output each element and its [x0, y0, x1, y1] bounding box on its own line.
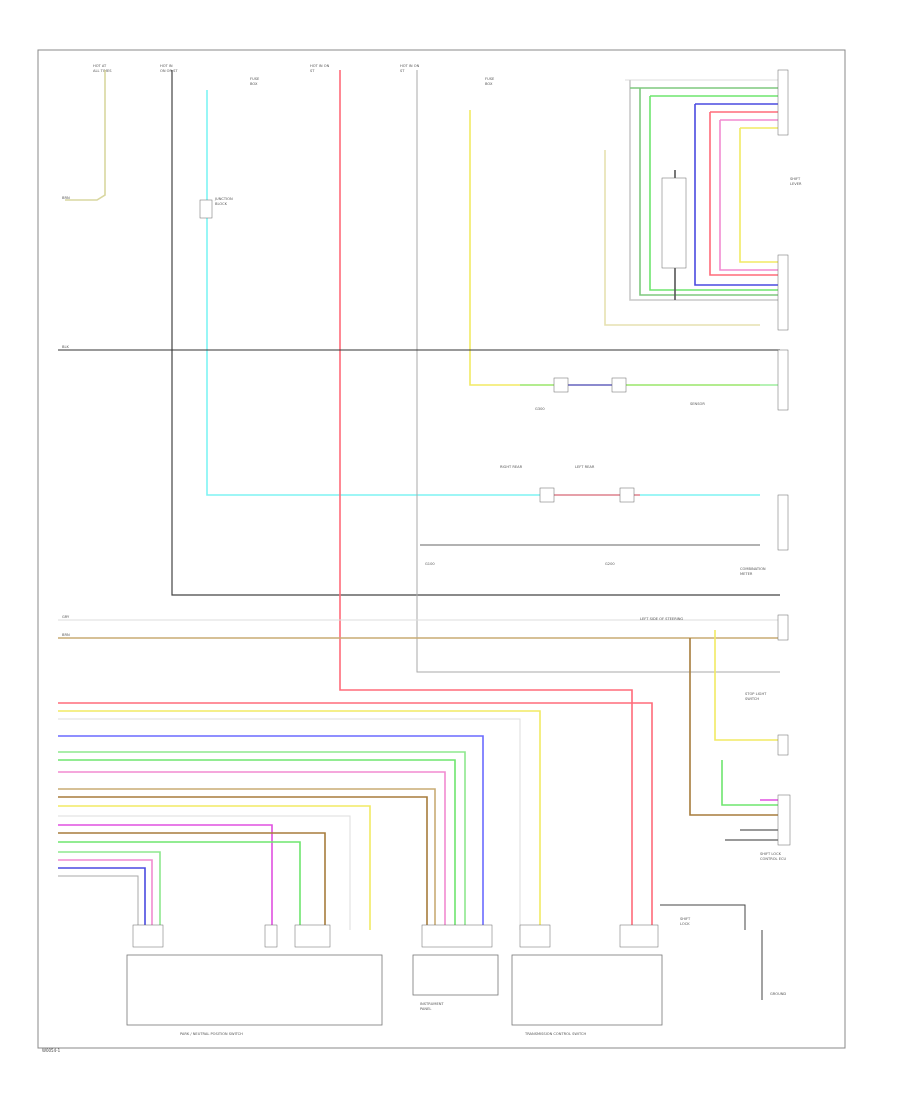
svg-text:FUSE: FUSE — [250, 77, 260, 81]
svg-text:G300: G300 — [535, 407, 545, 411]
svg-text:STOP LIGHT: STOP LIGHT — [745, 692, 767, 696]
lower-left-component-box — [126, 954, 383, 1026]
svg-text:BLOCK: BLOCK — [215, 202, 228, 206]
lower-middle-component-box — [412, 954, 499, 996]
svg-text:LEFT REAR: LEFT REAR — [575, 465, 595, 469]
svg-text:METER: METER — [740, 572, 753, 576]
svg-text:BRN: BRN — [62, 633, 70, 637]
lower-right-component-box — [511, 954, 663, 1026]
svg-text:GROUND: GROUND — [770, 992, 786, 996]
svg-text:LEVER: LEVER — [790, 182, 802, 186]
svg-text:SWITCH: SWITCH — [745, 697, 759, 701]
svg-text:COMBINATION: COMBINATION — [740, 567, 766, 571]
svg-text:GRY: GRY — [62, 615, 70, 619]
svg-text:SHIFT LOCK: SHIFT LOCK — [760, 852, 782, 856]
svg-text:ON OR ST: ON OR ST — [160, 69, 178, 73]
svg-text:ST: ST — [400, 69, 405, 73]
svg-text:ALL TIMES: ALL TIMES — [93, 69, 112, 73]
svg-text:CONTROL ECU: CONTROL ECU — [760, 857, 786, 861]
svg-text:HOT IN: HOT IN — [160, 64, 173, 68]
svg-text:PANEL: PANEL — [420, 1007, 431, 1011]
svg-text:FUSE: FUSE — [485, 77, 495, 81]
wire-labels: BRN BLK GRY BRN JUNCTION BLOCK RIGHT REA… — [62, 177, 802, 1036]
svg-text:BOX: BOX — [485, 82, 493, 86]
svg-text:HOT IN ON: HOT IN ON — [400, 64, 420, 68]
svg-text:HOT IN ON: HOT IN ON — [310, 64, 330, 68]
footer-code: W0054-1 — [42, 1048, 61, 1053]
svg-text:BOX: BOX — [250, 82, 258, 86]
wires — [58, 70, 790, 1000]
svg-text:SHIFT: SHIFT — [680, 917, 691, 921]
svg-text:SHIFT: SHIFT — [790, 177, 801, 181]
svg-text:ST: ST — [310, 69, 315, 73]
svg-text:JUNCTION: JUNCTION — [214, 197, 233, 201]
svg-text:TRANSMISSION CONTROL SWITCH: TRANSMISSION CONTROL SWITCH — [524, 1032, 586, 1036]
svg-text:LOCK: LOCK — [680, 922, 690, 926]
diagram-frame — [37, 49, 846, 1049]
svg-text:RIGHT REAR: RIGHT REAR — [500, 465, 523, 469]
svg-text:LEFT SIDE OF STEERING: LEFT SIDE OF STEERING — [640, 617, 683, 621]
svg-text:G100: G100 — [425, 562, 435, 566]
svg-text:INSTRUMENT: INSTRUMENT — [420, 1002, 444, 1006]
svg-text:BRN: BRN — [62, 196, 70, 200]
svg-text:PARK / NEUTRAL POSITION SWITCH: PARK / NEUTRAL POSITION SWITCH — [180, 1032, 243, 1036]
svg-text:HOT AT: HOT AT — [93, 64, 107, 68]
svg-text:BLK: BLK — [62, 345, 69, 349]
svg-text:SENSOR: SENSOR — [690, 402, 705, 406]
svg-text:G200: G200 — [605, 562, 615, 566]
components — [126, 69, 791, 1026]
